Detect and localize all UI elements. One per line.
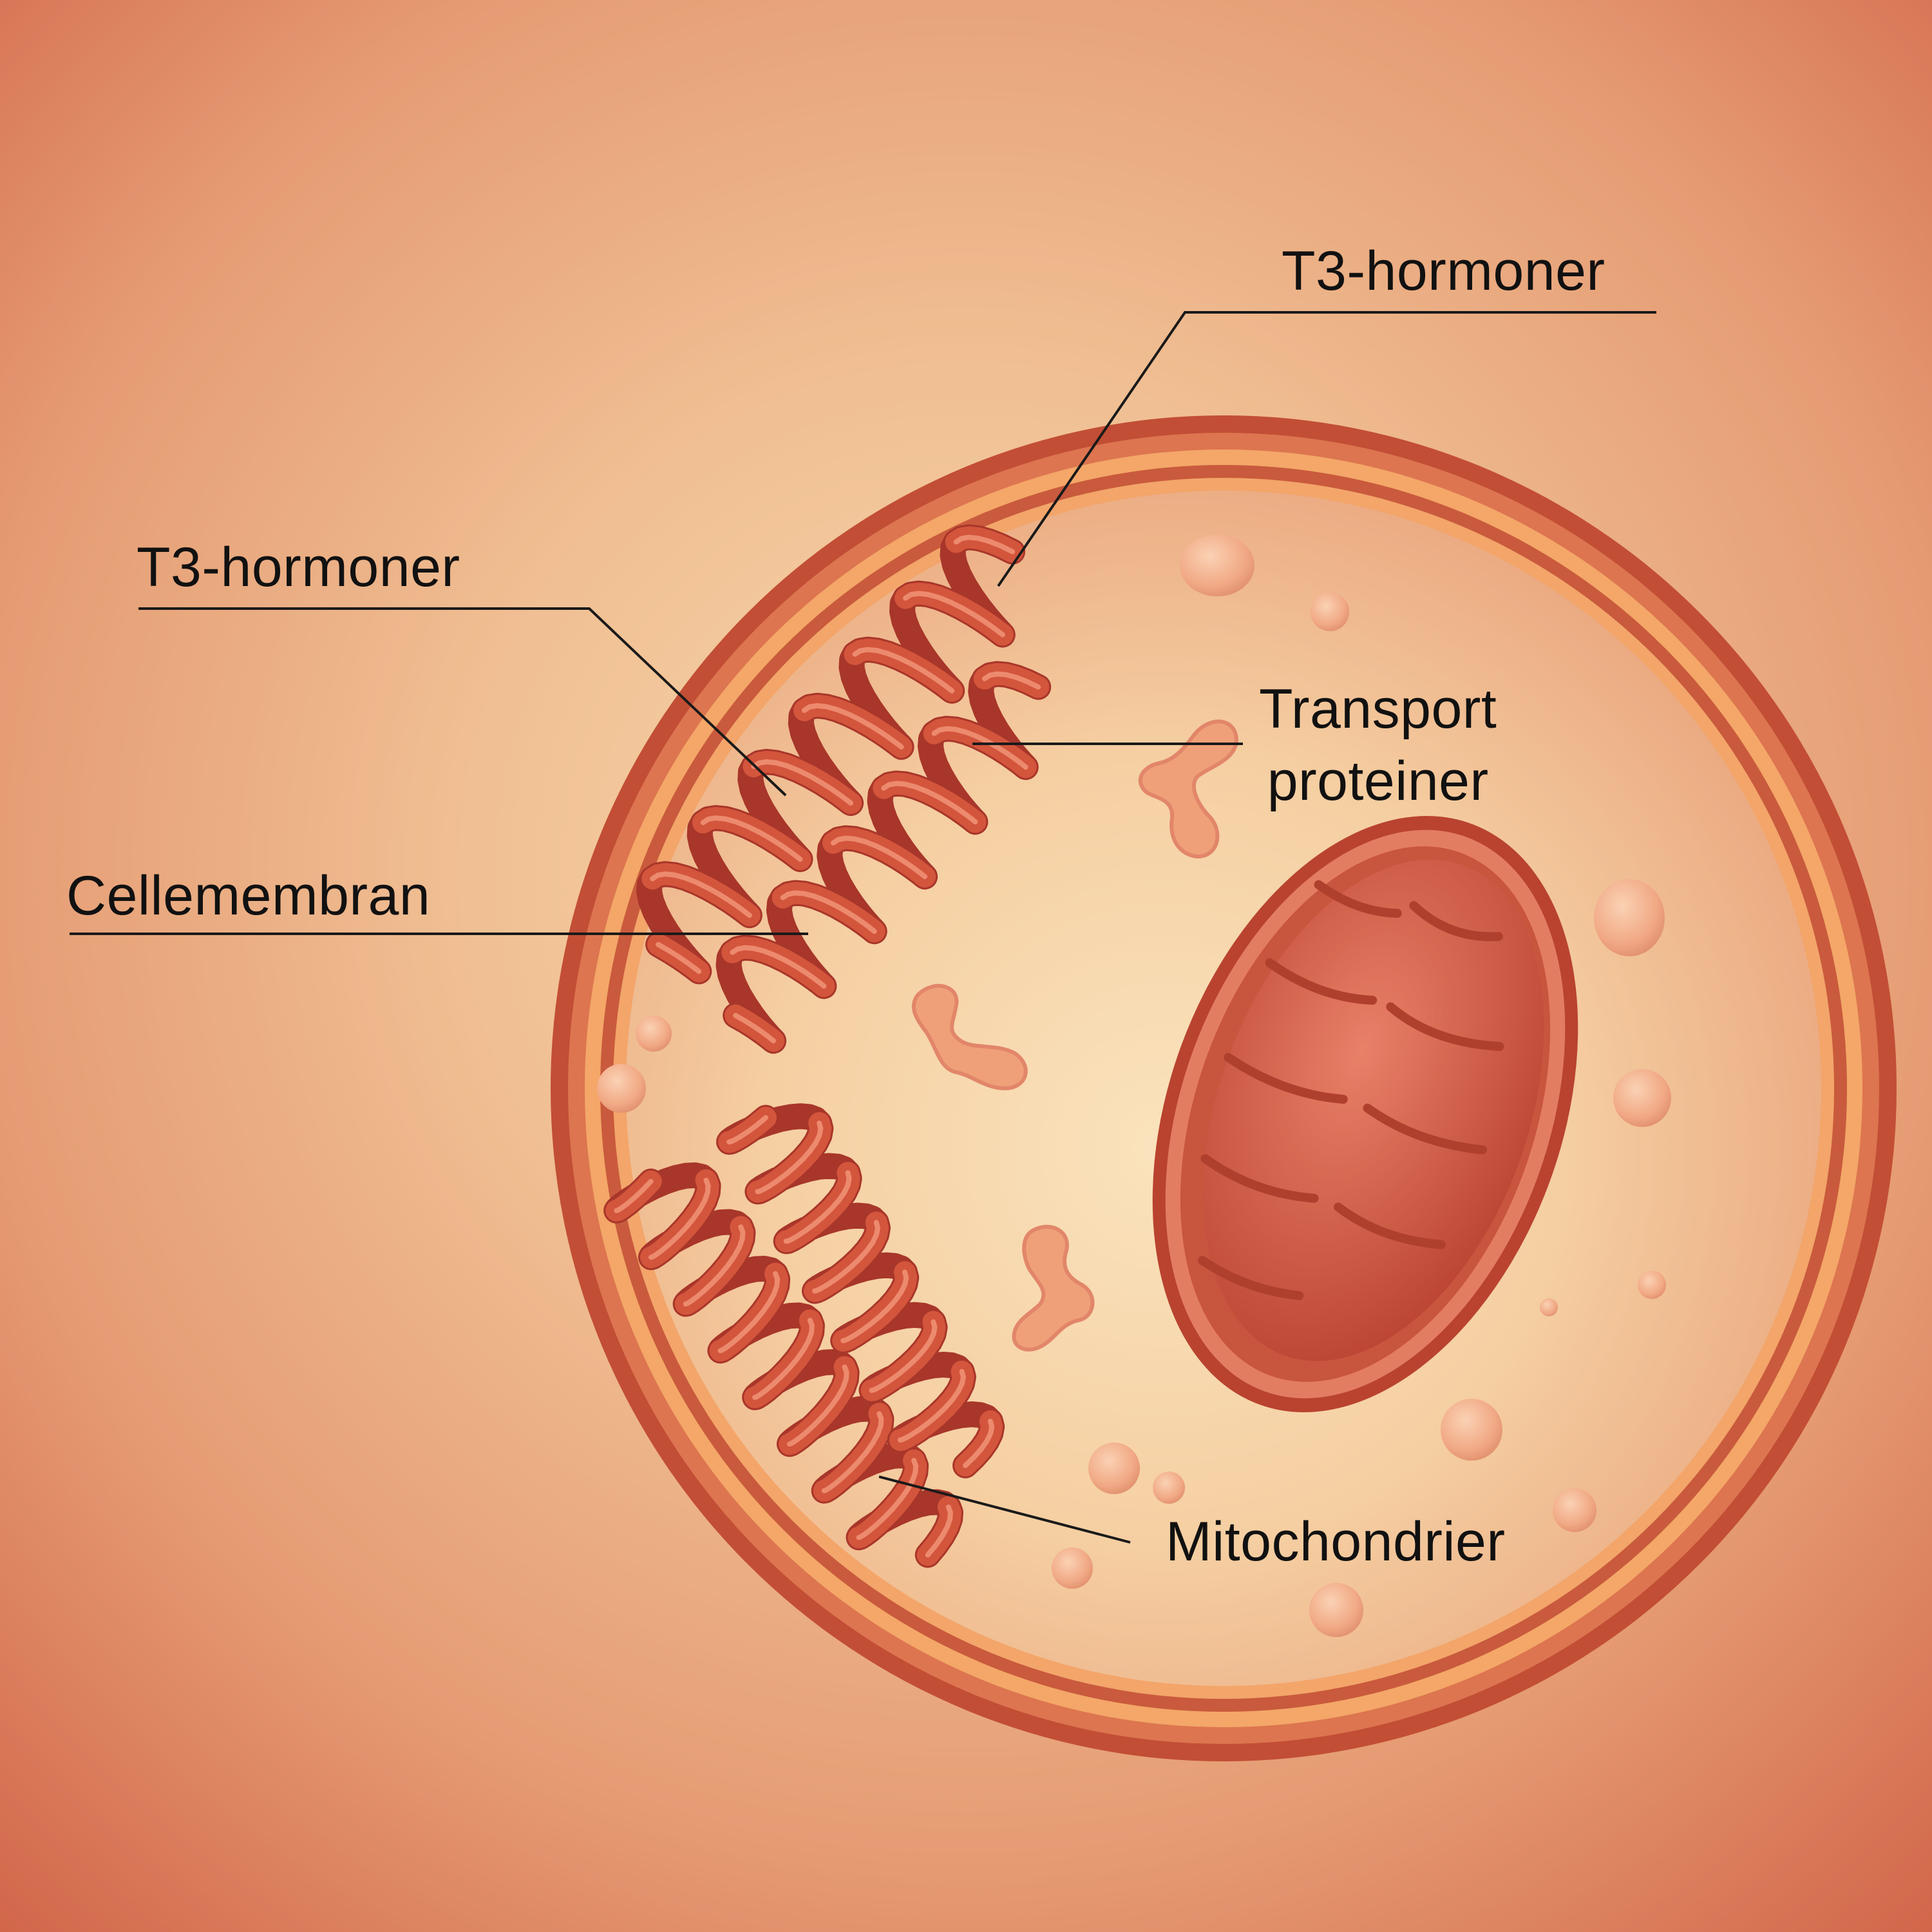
helix-inner-bottom-highlight bbox=[897, 1368, 966, 1443]
helix-inner-top-highlight bbox=[780, 890, 877, 934]
leader-t3-left bbox=[138, 607, 787, 797]
helix-inner-bottom-highlight bbox=[963, 1418, 995, 1468]
label-mitochondria: Mitochondrier bbox=[1166, 1511, 1506, 1573]
helix-inner-top-highlight bbox=[931, 726, 1028, 770]
helix-inner-bottom-highlight bbox=[755, 1121, 824, 1195]
leader-lines bbox=[70, 311, 1656, 1544]
leader-t3-top bbox=[997, 311, 1656, 587]
helix-inner-bottom-highlight bbox=[869, 1319, 938, 1393]
helix-inner-bottom-highlight bbox=[726, 1115, 768, 1145]
helix-outer-bottom-highlight bbox=[614, 1179, 654, 1213]
label-t3-hormones-left: T3-hormoner bbox=[137, 536, 460, 598]
vesicles bbox=[597, 535, 1671, 1637]
label-transport-line1: Transport bbox=[1259, 678, 1497, 740]
helix-outer-bottom-highlight bbox=[752, 1318, 815, 1400]
mitochondrion bbox=[1152, 816, 1578, 1412]
helix-inner-top-highlight bbox=[981, 671, 1041, 690]
helix-outer-top-highlight bbox=[650, 871, 752, 918]
helix-outer-top-highlight bbox=[953, 535, 1016, 554]
transport-proteins bbox=[911, 719, 1239, 1352]
helix-outer-top-highlight bbox=[656, 942, 702, 974]
label-transport-line2: proteiner bbox=[1267, 750, 1489, 812]
helix-inner-bottom-highlight bbox=[840, 1269, 909, 1343]
helix-outer-top-highlight bbox=[700, 815, 803, 862]
helix-outer-bottom-highlight bbox=[649, 1177, 711, 1260]
helix-inner-top-highlight bbox=[881, 781, 978, 825]
helix-outer-bottom-highlight bbox=[856, 1457, 919, 1540]
helix-outer-top-highlight bbox=[751, 759, 854, 806]
leader-mitochondria bbox=[878, 1475, 1131, 1544]
label-transport-proteins: Transport proteiner bbox=[1259, 673, 1497, 817]
label-t3-hormones-top: T3-hormoner bbox=[1282, 240, 1605, 302]
helix-outer-top-highlight bbox=[801, 703, 904, 750]
helix-outer-bottom-highlight bbox=[717, 1271, 781, 1354]
helix-outer-top-highlight bbox=[903, 591, 1005, 638]
helix-inner-top-highlight bbox=[733, 1012, 777, 1044]
helix-outer-top-highlight bbox=[852, 647, 955, 694]
helix-inner-top-highlight bbox=[830, 835, 928, 880]
helix-outer-bottom-highlight bbox=[683, 1224, 746, 1307]
label-cell-membrane: Cellemembran bbox=[66, 865, 431, 927]
helix-inner-bottom-highlight bbox=[783, 1170, 852, 1244]
helix-inner-top-highlight bbox=[730, 945, 827, 989]
t3-hormone-helices bbox=[603, 524, 1052, 1568]
helix-inner-bottom-highlight bbox=[812, 1220, 880, 1294]
helix-outer-bottom-highlight bbox=[821, 1411, 884, 1493]
helix-outer-bottom-highlight bbox=[787, 1364, 849, 1447]
helix-outer-bottom-highlight bbox=[925, 1504, 953, 1558]
